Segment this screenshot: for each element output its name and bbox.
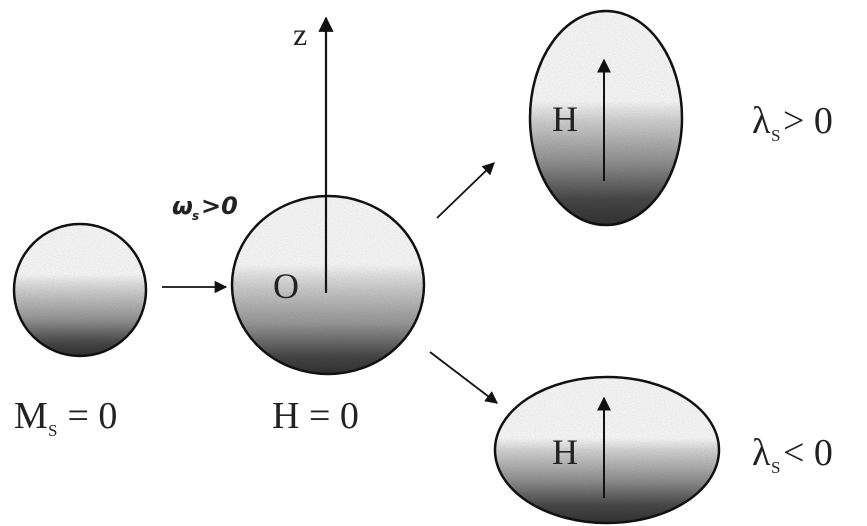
ellipsoid-negative (495, 377, 719, 523)
omega-annotation: ω s >0 (172, 192, 238, 223)
svg-text:< 0: < 0 (783, 432, 833, 474)
arrow-to-positive (437, 163, 494, 218)
h-zero-caption: H = 0 (272, 395, 359, 437)
lambda-negative-label: λ S < 0 (752, 432, 833, 477)
sphere-unmagnetized (14, 224, 146, 356)
svg-text:>0: >0 (201, 192, 238, 220)
arrow-to-negative (430, 352, 497, 403)
ms-zero-caption: M S = 0 (14, 395, 117, 440)
sphere-magnetized (232, 196, 424, 374)
field-label-positive: H (552, 99, 578, 139)
svg-text:S: S (771, 126, 780, 145)
svg-text:ω: ω (172, 192, 193, 220)
lambda-positive-label: λ S > 0 (752, 100, 833, 145)
svg-text:S: S (771, 458, 780, 477)
center-marker-label: O (273, 266, 299, 306)
svg-text:S: S (48, 421, 57, 440)
svg-text:s: s (192, 209, 199, 223)
svg-text:> 0: > 0 (783, 100, 833, 142)
svg-text:λ: λ (752, 432, 771, 474)
field-label-negative: H (552, 432, 578, 472)
svg-text:= 0: = 0 (58, 395, 117, 437)
z-axis-label: z (293, 16, 307, 52)
svg-text:M: M (14, 395, 48, 437)
svg-text:λ: λ (752, 100, 771, 142)
